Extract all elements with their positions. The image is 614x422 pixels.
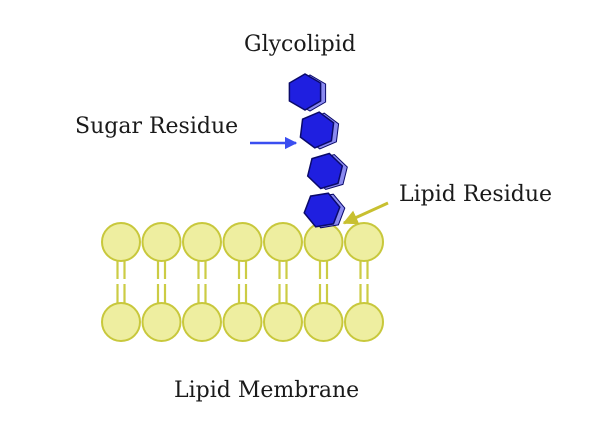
lipid-head [344, 222, 384, 262]
lipid-head [344, 302, 384, 342]
lipid-head [101, 222, 141, 262]
lipid-head [141, 222, 182, 262]
lipid-tails [116, 259, 369, 305]
sugar-chain [288, 73, 348, 229]
lipid-head [141, 302, 182, 342]
lipid-head [222, 302, 263, 342]
lipid-head [182, 222, 222, 262]
lipid-head [263, 302, 303, 342]
sugar-residue-hexagon [288, 73, 322, 111]
sugar-residue-hexagon [299, 111, 335, 149]
outer-leaflet-heads [101, 222, 384, 262]
inner-leaflet-heads [101, 302, 384, 342]
sugar-residue-hexagon [306, 152, 344, 190]
lipid-head [182, 302, 222, 342]
lipid-residue-arrow [342, 201, 389, 225]
lipid-head [263, 222, 303, 262]
lipid-head [101, 302, 141, 342]
lipid-residue-label: Lipid Residue [399, 182, 553, 207]
sugar-residue-hexagon [303, 192, 341, 228]
sugar-residue-label: Sugar Residue [75, 114, 239, 139]
lipid-membrane-label: Lipid Membrane [174, 378, 360, 403]
lipid-head [303, 222, 344, 262]
diagram-title: Glycolipid [244, 32, 356, 57]
lipid-head [222, 222, 263, 262]
lipid-head [303, 302, 344, 342]
